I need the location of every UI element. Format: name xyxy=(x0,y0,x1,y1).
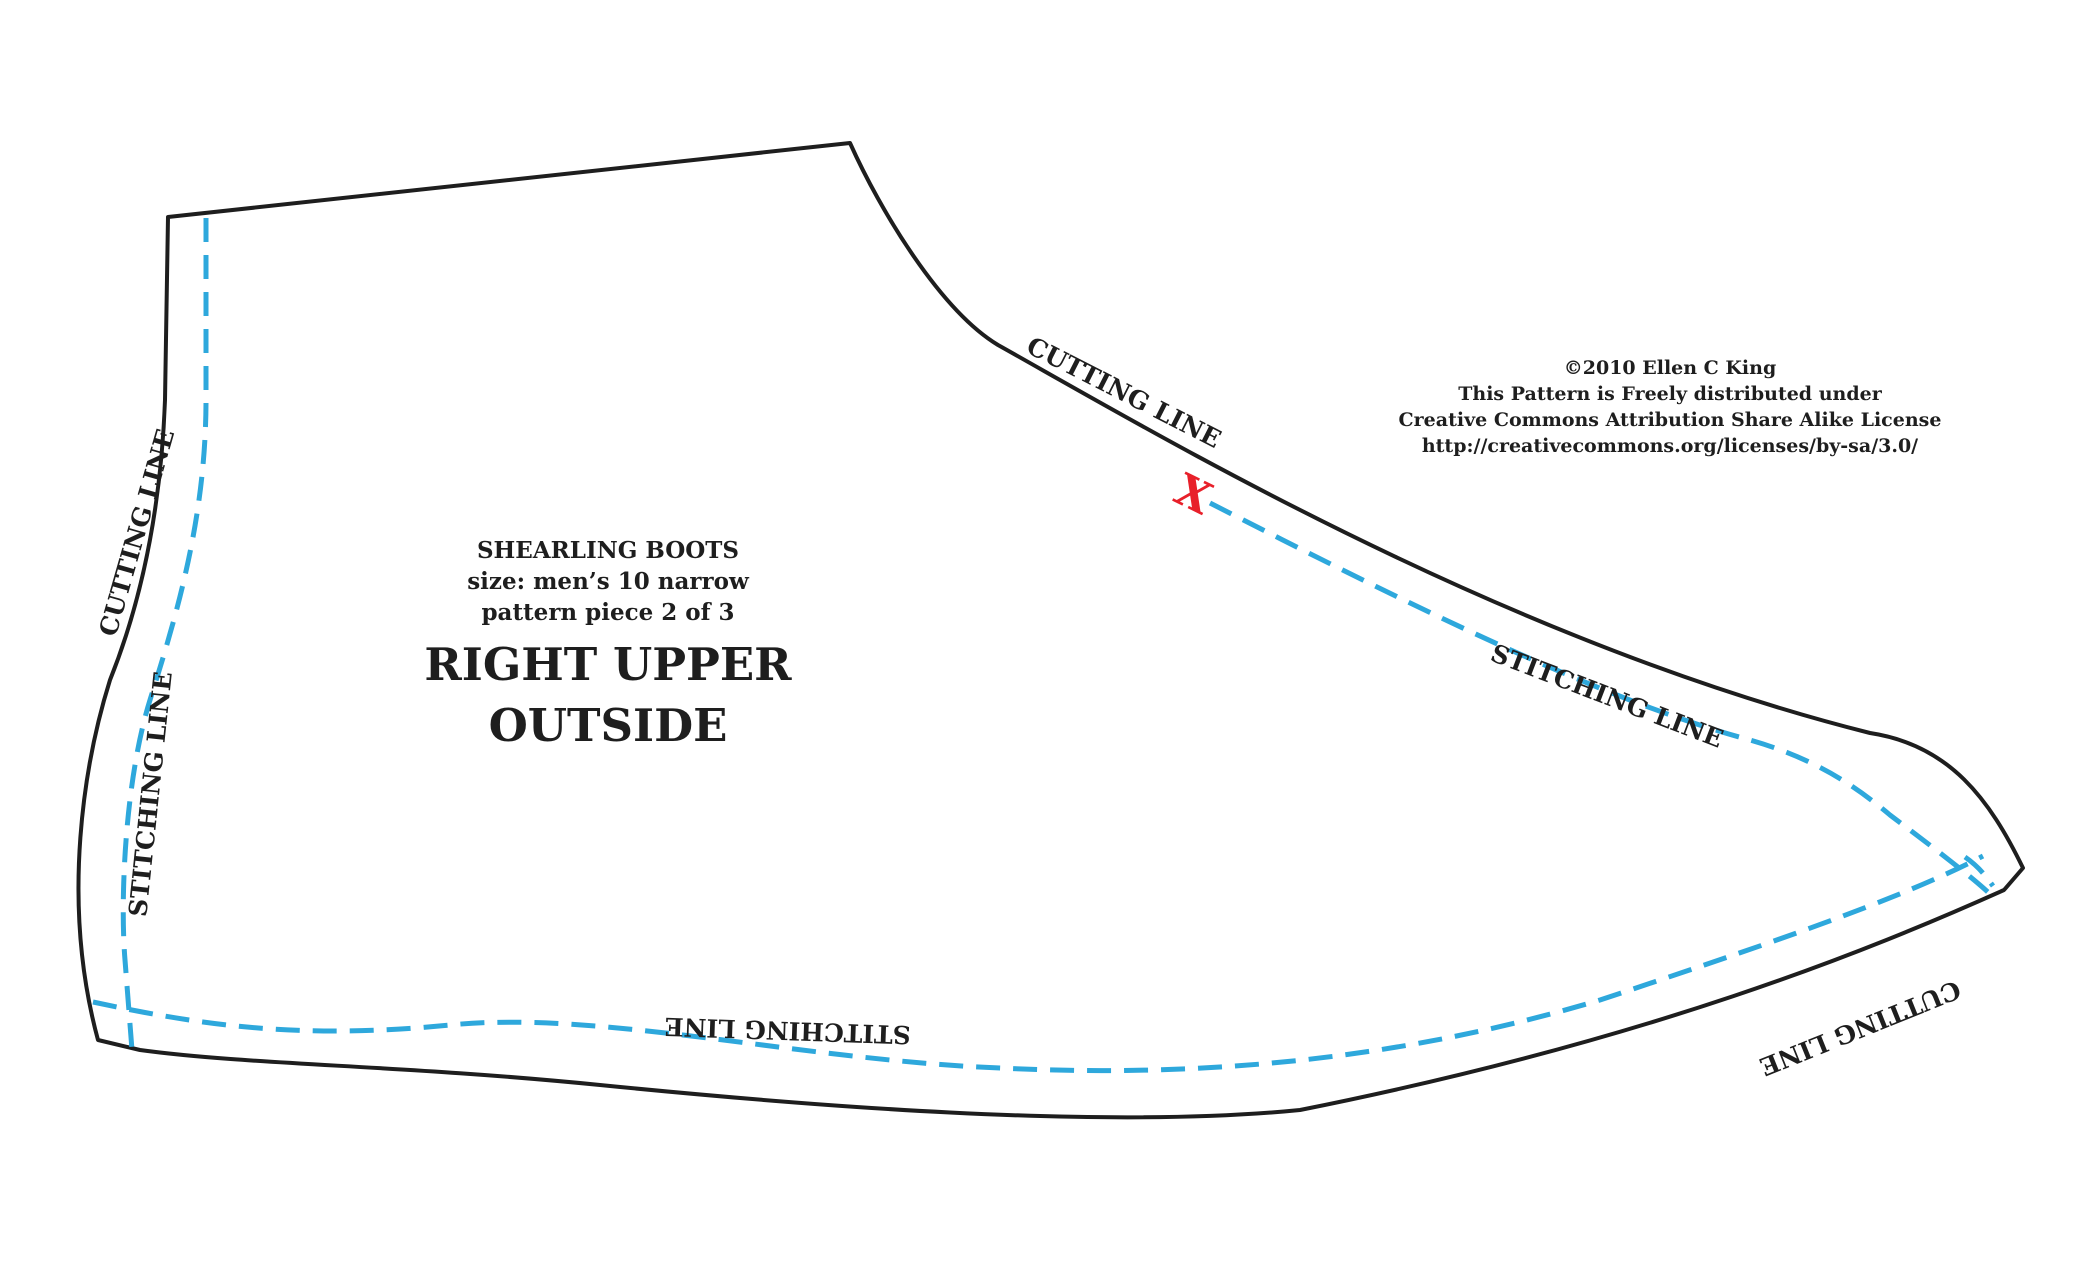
pattern-heading: SHEARLING BOOTS xyxy=(477,537,739,564)
pattern-size: size: men’s 10 narrow xyxy=(467,568,750,595)
label-stitching-line-left: STITCHING LINE xyxy=(123,670,178,918)
label-cutting-line-top: CUTTING LINE xyxy=(1022,331,1226,454)
pattern-title-line2: OUTSIDE xyxy=(489,699,728,752)
label-stitching-line-top: STITCHING LINE xyxy=(1487,638,1727,753)
label-cutting-line-toe: CUTTING LINE xyxy=(1756,974,1965,1081)
stitching-line-bottom xyxy=(92,853,1985,1074)
license-line-3: Creative Commons Attribution Share Alike… xyxy=(1399,409,1942,431)
cutting-outline xyxy=(76,141,2025,1120)
label-stitching-line-bottom: STITCHING LINE xyxy=(664,1012,911,1050)
pattern-piece: pattern piece 2 of 3 xyxy=(481,599,734,626)
license-line-2: This Pattern is Freely distributed under xyxy=(1458,383,1882,405)
license-line-4: http://creativecommons.org/licenses/by-s… xyxy=(1422,435,1918,457)
alignment-marker-x: X xyxy=(1167,464,1221,525)
label-cutting-line-left: CUTTING LINE xyxy=(93,426,180,640)
stitching-line-left xyxy=(120,218,209,1051)
stitching-line-toe xyxy=(1963,854,1996,888)
license-line-1: ©2010 Ellen C King xyxy=(1564,357,1777,379)
pattern-title-line1: RIGHT UPPER xyxy=(424,638,792,691)
